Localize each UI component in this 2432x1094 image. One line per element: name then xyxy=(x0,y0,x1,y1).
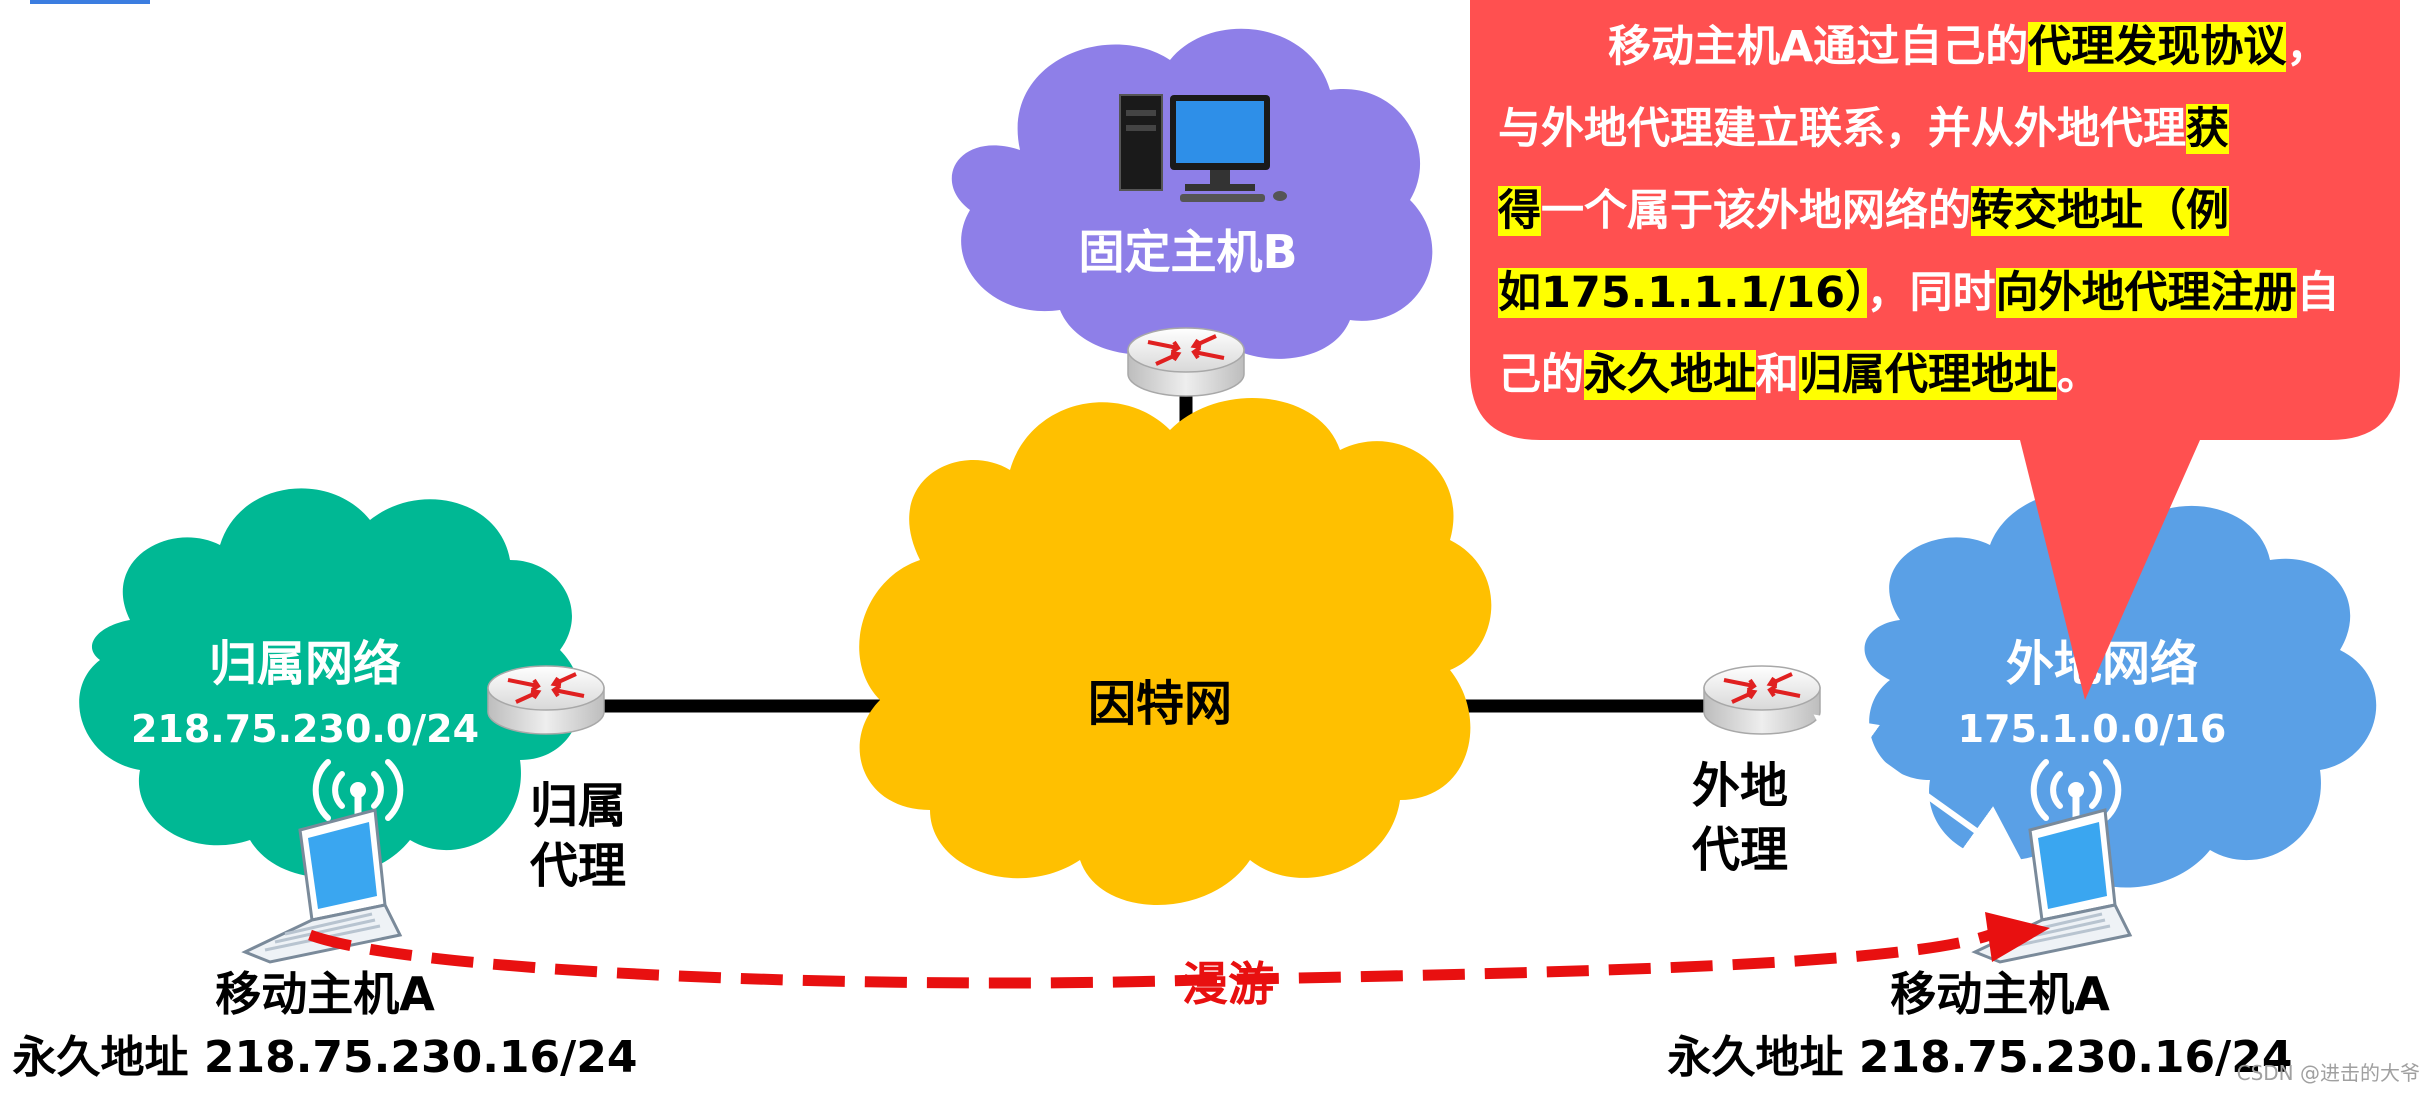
computer-icon xyxy=(1119,94,1287,202)
home-network-subnet: 218.75.230.0/24 xyxy=(131,707,479,751)
mobile-host-left-name: 移动主机A xyxy=(215,967,435,1021)
top-accent-bar xyxy=(30,0,150,4)
roaming-arrow xyxy=(308,929,1992,989)
home-agent-label-line2: 代理 xyxy=(529,838,626,894)
foreign-agent-label-line1: 外地 xyxy=(1692,758,1788,814)
foreign-network-subnet: 175.1.0.0/16 xyxy=(1958,707,2227,751)
mobile-host-left-address: 永久地址 218.75.230.16/24 xyxy=(13,1032,638,1083)
internet-cloud xyxy=(859,397,1492,905)
watermark: CSDN @进击的大爷 xyxy=(2237,1061,2420,1085)
roaming-arrow-head xyxy=(1985,912,2050,962)
internet-label: 因特网 xyxy=(1088,676,1232,732)
home-agent-router-icon xyxy=(486,664,606,736)
mobile-host-right-name: 移动主机A xyxy=(1890,967,2110,1021)
fixed-host-cloud xyxy=(951,28,1433,359)
fixed-router-icon xyxy=(1126,326,1246,398)
callout-line-2: 与外地代理建立联系，并从外地代理获 xyxy=(1498,104,2229,154)
mobile-host-right-address: 永久地址 218.75.230.16/24 xyxy=(1668,1032,2293,1083)
agent-discovery-double-arrow xyxy=(1813,714,2025,866)
home-agent-label-line1: 归属 xyxy=(530,778,626,834)
callout-line-3: 得一个属于该外地网络的转交地址（例 xyxy=(1498,186,2229,236)
home-network-cloud xyxy=(79,488,581,878)
callout-text: 移动主机A通过自己的代理发现协议， 与外地代理建立联系，并从外地代理获 得一个属… xyxy=(1498,6,2358,416)
callout-line-1: 移动主机A通过自己的代理发现协议， xyxy=(1608,22,2330,72)
fixed-host-label: 固定主机B xyxy=(1078,225,1297,279)
callout-line-5: 己的永久地址和归属代理地址。 xyxy=(1498,350,2100,400)
roaming-label: 漫游 xyxy=(1182,957,1274,1011)
foreign-agent-router-icon xyxy=(1702,664,1822,736)
foreign-agent-label-line2: 代理 xyxy=(1691,822,1788,878)
callout-line-4: 如175.1.1.1/16），同时向外地代理注册自 xyxy=(1498,268,2340,318)
home-network-name: 归属网络 xyxy=(209,636,401,692)
